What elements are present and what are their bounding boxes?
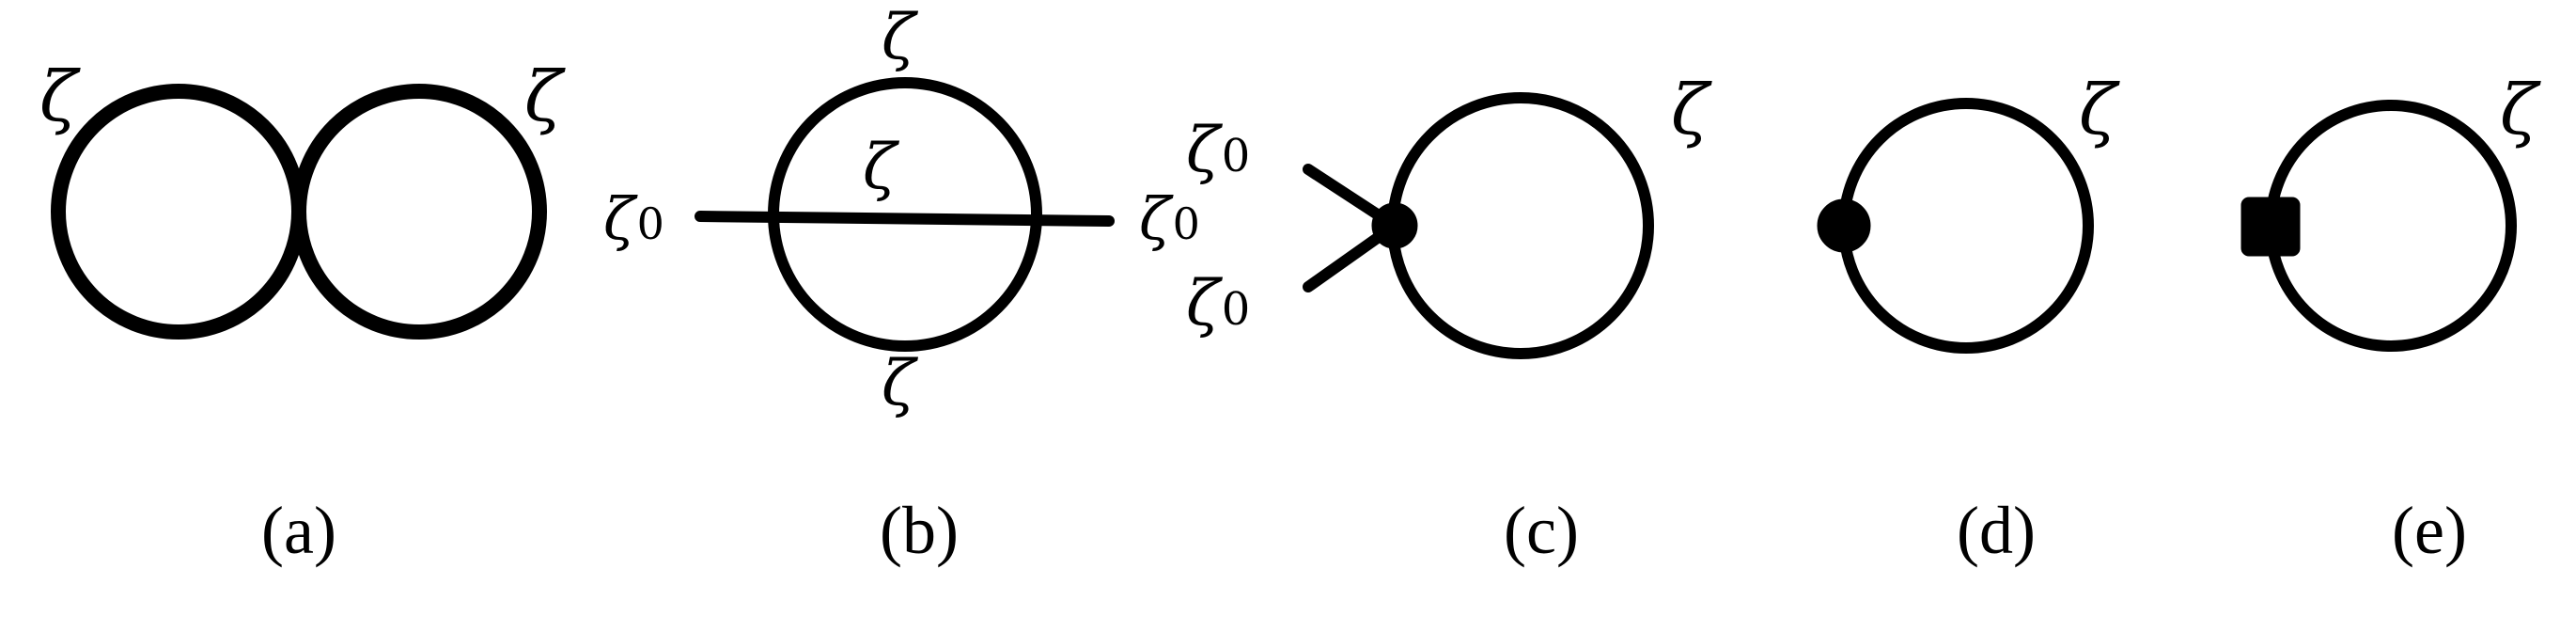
- diagram-c-loop: [1387, 92, 1654, 359]
- diagram-d-insertion-dot: [1817, 198, 1871, 253]
- diagram-d: ζ (d): [1817, 70, 2120, 568]
- diagram-d-caption: (d): [1957, 493, 2036, 568]
- diagram-a-left-loop-label: ζ: [39, 56, 81, 137]
- diagram-c-lower-leg-label: ζ0: [1186, 267, 1250, 340]
- diagram-a-caption: (a): [261, 493, 336, 568]
- diagram-b-bottom-label: ζ: [882, 347, 919, 419]
- diagram-d-loop: [1838, 98, 2094, 354]
- diagram-a-right-loop-label: ζ: [524, 56, 566, 137]
- diagram-c: ζ0 ζ0 ζ (c): [1186, 70, 1712, 568]
- diagram-b-left-leg-label: ζ0: [603, 184, 664, 253]
- diagram-b-top-label: ζ: [882, 1, 919, 73]
- diagram-b-middle-label: ζ: [863, 131, 900, 203]
- diagram-c-upper-leg-label: ζ0: [1186, 114, 1250, 186]
- diagram-c-caption: (c): [1504, 493, 1579, 568]
- diagram-b-caption: (b): [880, 493, 959, 568]
- diagram-a: ζ ζ (a): [39, 56, 566, 568]
- diagram-b-right-leg-label: ζ0: [1139, 184, 1200, 253]
- diagram-e-insertion-square: [2240, 197, 2301, 257]
- diagram-e-loop: [2265, 100, 2517, 352]
- diagram-e: ζ (e): [2240, 70, 2541, 568]
- diagram-c-loop-label: ζ: [1671, 70, 1712, 150]
- diagram-e-caption: (e): [2392, 493, 2467, 568]
- diagram-a-left-loop: [51, 84, 306, 340]
- diagram-a-right-loop: [291, 84, 547, 340]
- diagram-d-loop-label: ζ: [2079, 70, 2120, 150]
- diagram-c-vertex-dot: [1371, 202, 1418, 249]
- diagram-b: ζ ζ ζ ζ0 ζ0 (b): [603, 1, 1200, 568]
- diagram-e-loop-label: ζ: [2500, 70, 2541, 150]
- diagram-b-propagator: [695, 211, 1115, 227]
